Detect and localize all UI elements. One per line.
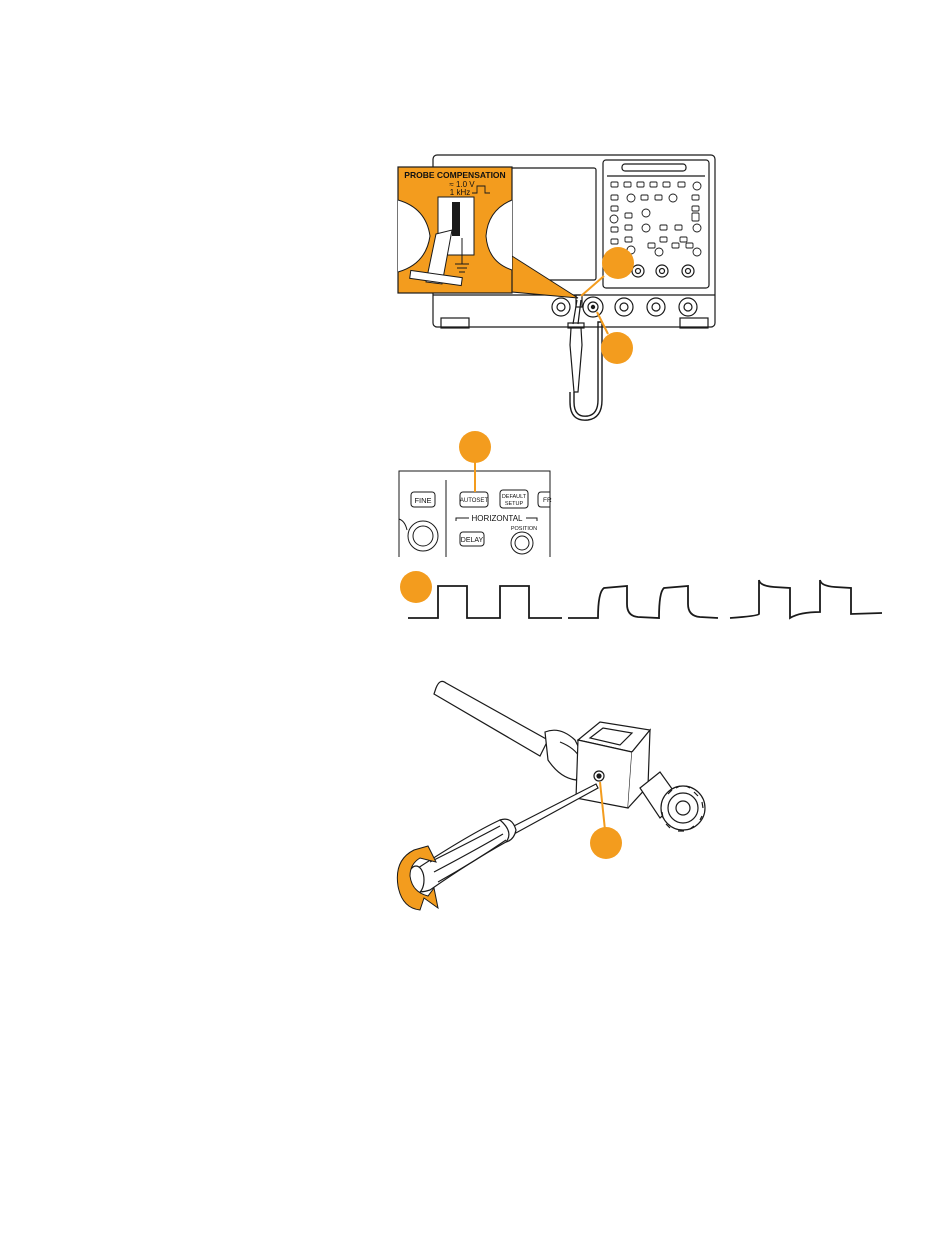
partial-button-label: FR xyxy=(543,497,552,504)
adjustment-tool xyxy=(408,784,598,894)
callout-circle-5 xyxy=(590,827,622,859)
callout-circle-2 xyxy=(601,332,633,364)
probe-compensation-inset: PROBE COMPENSATION ≈ 1.0 V 1 kHz xyxy=(398,167,512,293)
multipurpose-knob[interactable] xyxy=(399,519,438,551)
horizontal-section-label: HORIZONTAL xyxy=(472,514,524,523)
probe-compensation-title: PROBE COMPENSATION xyxy=(404,170,505,180)
probe-cable xyxy=(434,681,548,756)
fine-button-label: FINE xyxy=(414,496,431,505)
waveform-examples xyxy=(408,580,882,618)
default-setup-label-line1: DEFAULT xyxy=(502,494,527,500)
probe-compensation-frequency: 1 kHz xyxy=(450,188,470,197)
callout-circle-3 xyxy=(459,431,491,463)
probe-adjustment-illustration xyxy=(408,681,705,894)
bnc-connector xyxy=(640,772,705,831)
default-setup-label-line2: SETUP xyxy=(505,501,524,507)
waveform-undercompensated xyxy=(568,586,718,618)
callout-circle-4 xyxy=(400,571,432,603)
delay-button-label: DELAY xyxy=(461,537,484,544)
callout-circle-1 xyxy=(602,247,634,279)
waveform-overcompensated xyxy=(730,580,882,618)
position-label: POSITION xyxy=(511,526,537,532)
horizontal-position-knob[interactable] xyxy=(511,532,533,554)
autoset-button-label: AUTOSET xyxy=(460,498,489,504)
